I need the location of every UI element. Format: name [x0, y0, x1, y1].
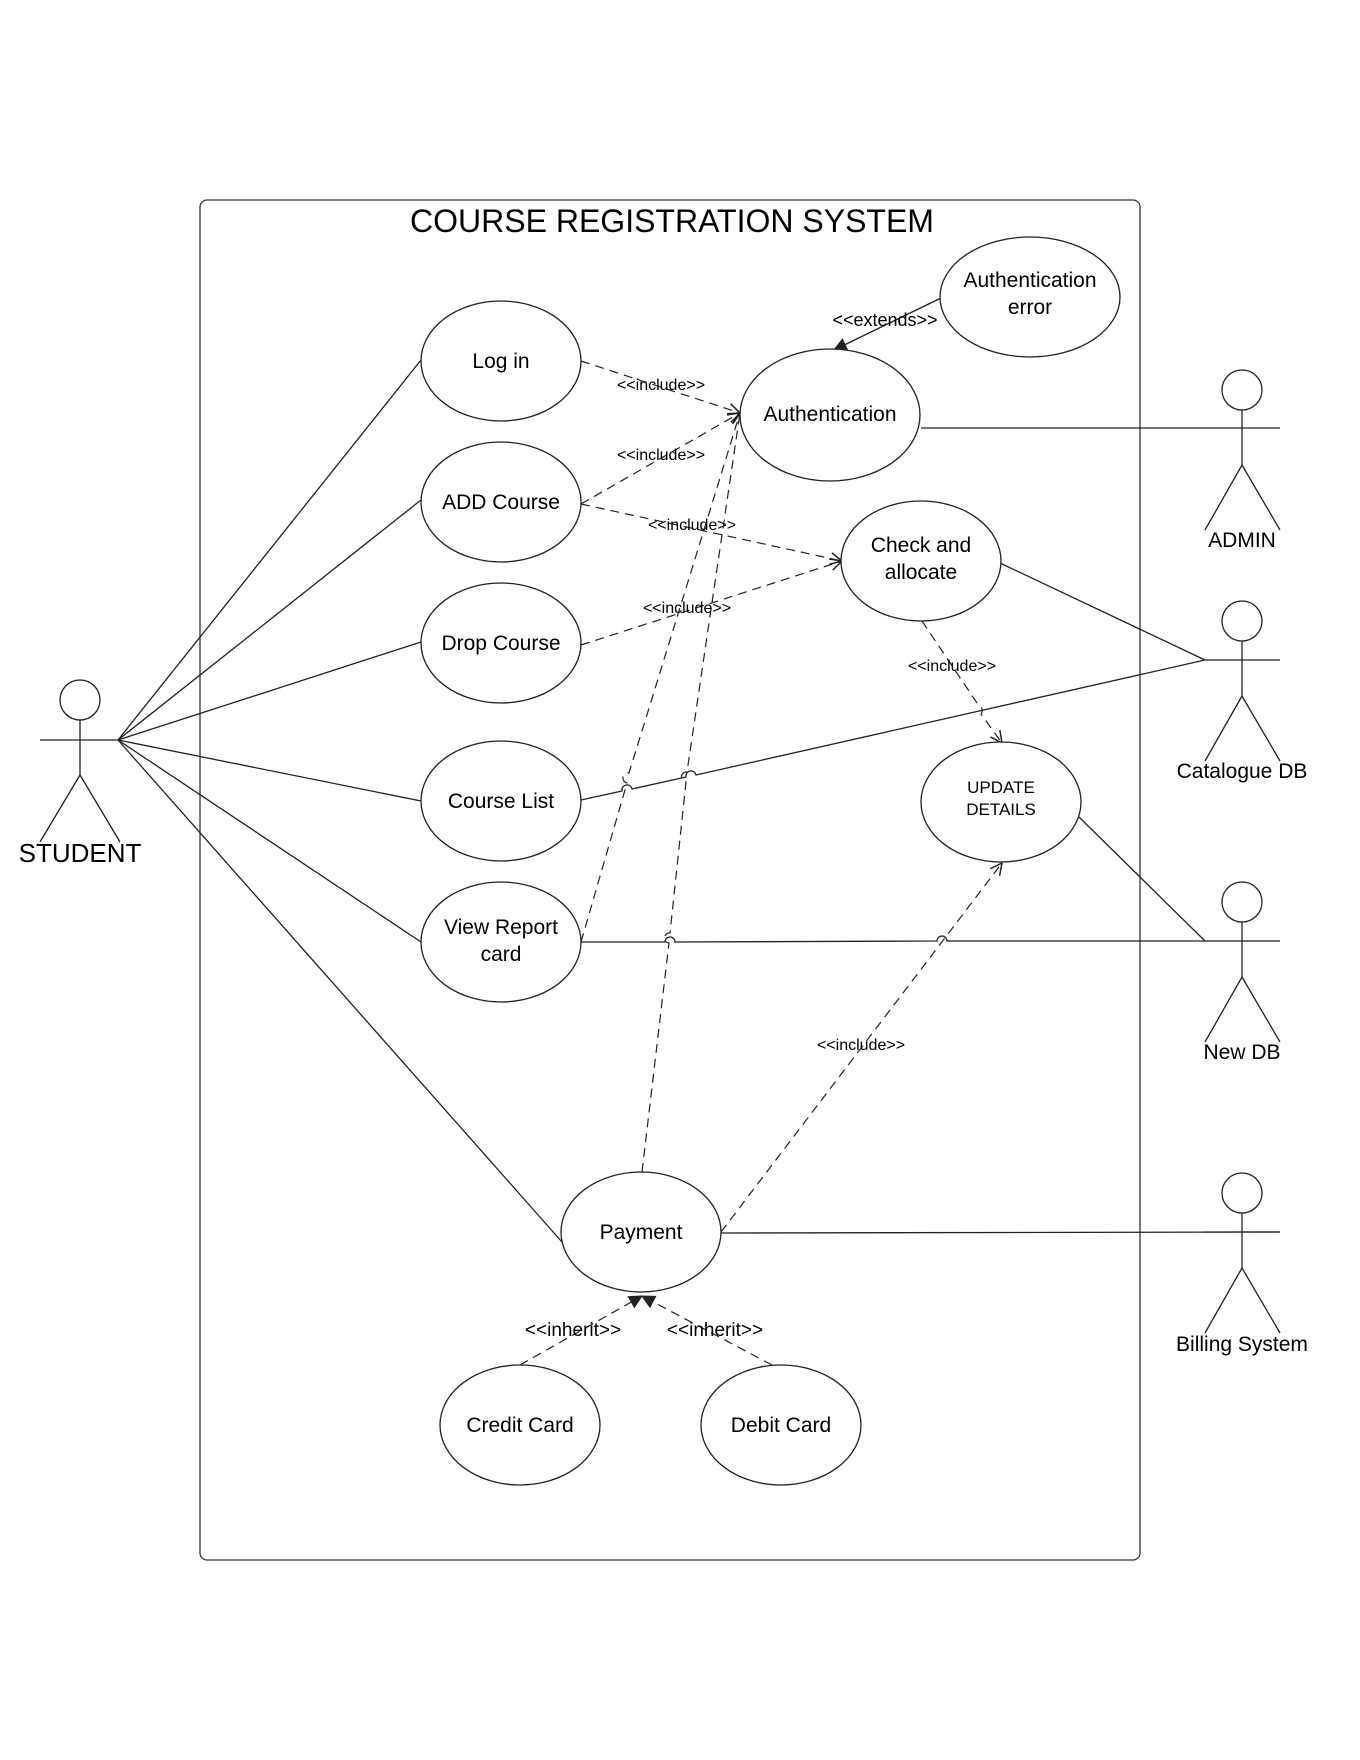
actor-label: ADMIN — [1208, 529, 1276, 552]
label-inherit-debit: <<inherit>> — [667, 1320, 763, 1341]
label-inherit-credit: <<inherit>> — [525, 1320, 621, 1341]
use-case-credit-card[interactable]: Credit Card — [439, 1364, 601, 1486]
use-case-label-line2: allocate — [885, 561, 957, 584]
use-case-label-line1: View Report — [444, 916, 558, 939]
stick-figure-icon — [1204, 369, 1281, 531]
use-case-label: Credit Card — [466, 1414, 573, 1437]
actor-label: Billing System — [1176, 1333, 1308, 1356]
use-case-authentication-error[interactable]: Authentication error — [939, 236, 1121, 358]
actor-admin[interactable]: ADMIN — [1204, 369, 1281, 552]
stick-figure-icon — [1204, 881, 1281, 1043]
actor-associations — [580, 427, 1281, 1234]
student-associations — [117, 359, 563, 1243]
use-case-label-line1: Authentication — [963, 269, 1096, 292]
use-case-debit-card[interactable]: Debit Card — [700, 1364, 862, 1486]
use-case-add-course[interactable]: ADD Course — [420, 441, 582, 563]
use-case-drop-course[interactable]: Drop Course — [420, 582, 582, 704]
stick-figure-icon — [1204, 600, 1281, 762]
use-case-label: Debit Card — [731, 1414, 831, 1437]
actor-label: Catalogue DB — [1177, 760, 1308, 783]
label-include-add-check: <<include>> — [648, 517, 736, 534]
use-case-label-line2: card — [481, 943, 522, 966]
label-include-drop: <<include>> — [643, 600, 731, 617]
use-case-check-and-allocate[interactable]: Check and allocate — [840, 500, 1002, 622]
actor-label: STUDENT — [19, 838, 142, 868]
use-case-payment[interactable]: Payment — [560, 1171, 722, 1293]
use-case-label: Drop Course — [441, 632, 560, 655]
system-title: COURSE REGISTRATION SYSTEM — [410, 203, 934, 239]
inherit-relations — [519, 1295, 773, 1366]
actor-catalogue-db[interactable]: Catalogue DB — [1177, 600, 1308, 783]
use-case-label: Payment — [600, 1221, 683, 1244]
system-boundary — [199, 199, 1141, 1561]
label-extends: <<extends>> — [832, 310, 937, 330]
use-case-label: Log in — [472, 350, 529, 373]
stick-figure-icon — [1204, 1172, 1281, 1334]
label-include-payment: <<include>> — [817, 1037, 905, 1054]
use-case-label: ADD Course — [442, 491, 560, 514]
label-include-check-update: <<include>> — [908, 658, 996, 675]
use-case-label: Authentication — [763, 403, 896, 426]
extends-relation — [832, 297, 942, 351]
use-case-label: Course List — [448, 790, 554, 813]
actor-billing-system[interactable]: Billing System — [1176, 1172, 1308, 1356]
use-case-label-line2: error — [1008, 296, 1052, 319]
use-case-view-report-card[interactable]: View Report card — [420, 881, 582, 1003]
label-include-login: <<include>> — [617, 377, 705, 394]
use-case-label-line1: Check and — [871, 534, 971, 557]
use-case-log-in[interactable]: Log in — [420, 300, 582, 422]
actor-label: New DB — [1203, 1041, 1280, 1064]
actor-new-db[interactable]: New DB — [1203, 881, 1281, 1064]
use-case-label-line2: DETAILS — [966, 800, 1036, 819]
use-case-course-list[interactable]: Course List — [420, 740, 582, 862]
use-case-label-line1: UPDATE — [967, 778, 1035, 797]
actor-student[interactable]: STUDENT — [19, 679, 142, 868]
use-case-authentication[interactable]: Authentication — [739, 348, 921, 482]
stick-figure-icon — [39, 679, 121, 843]
use-case-update-details[interactable]: UPDATE DETAILS — [920, 741, 1082, 863]
include-relations — [580, 360, 1002, 1233]
label-include-add-auth: <<include>> — [617, 447, 705, 464]
